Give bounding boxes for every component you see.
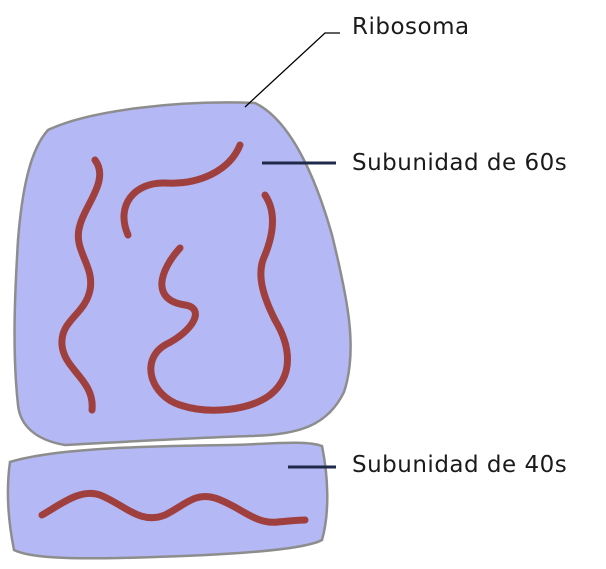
- small-subunit-40s: [8, 443, 327, 559]
- ribosome-leader-line: [245, 33, 340, 107]
- small-subunit-label: Subunidad de 40s: [352, 452, 567, 478]
- ribosome-label: Ribosoma: [352, 14, 470, 40]
- large-subunit-60s: [15, 102, 351, 445]
- large-subunit-label: Subunidad de 60s: [352, 150, 567, 176]
